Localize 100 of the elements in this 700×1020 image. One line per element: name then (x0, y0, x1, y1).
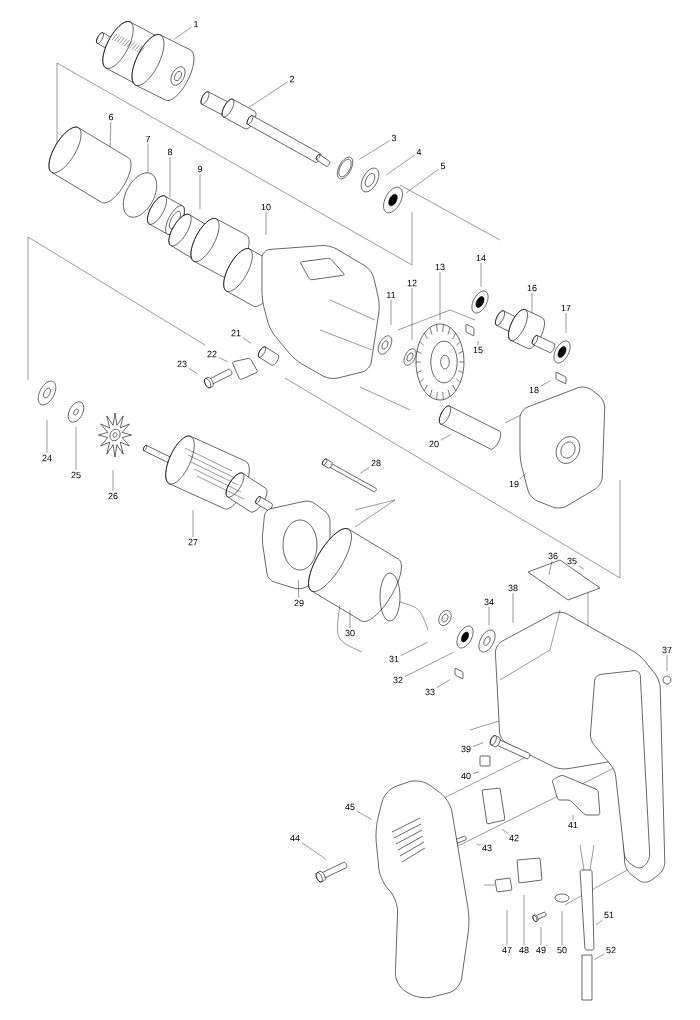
leader-line (488, 606, 490, 626)
callout-number: 5 (440, 162, 446, 170)
leader-line (75, 426, 77, 471)
leader-line (404, 652, 454, 677)
leader-line (572, 814, 574, 821)
callout-number: 28 (371, 459, 381, 467)
leader-line (400, 642, 428, 656)
leader-line (298, 579, 300, 599)
callout-number: 33 (425, 688, 435, 696)
leader-line (578, 565, 585, 570)
callout-number: 26 (108, 492, 118, 500)
callout-number: 16 (527, 284, 537, 292)
leader-line (436, 679, 450, 688)
leader-line (595, 919, 603, 926)
callout-number: 41 (568, 821, 578, 829)
leader-line (199, 173, 201, 210)
leader-line (218, 357, 228, 362)
callout-number: 27 (188, 538, 198, 546)
leader-line (192, 509, 194, 538)
leader-line (506, 909, 508, 946)
leader-line (112, 469, 114, 492)
callout-number: 52 (606, 946, 616, 954)
leader-line (439, 271, 441, 321)
callout-number: 45 (345, 803, 355, 811)
callout-number: 24 (42, 454, 52, 462)
callout-number: 22 (207, 350, 217, 358)
callout-number: 4 (416, 148, 422, 156)
leader-line (519, 473, 527, 480)
callout-number: 44 (290, 834, 300, 842)
callout-number: 49 (536, 946, 546, 954)
callout-number: 25 (71, 471, 81, 479)
leader-line (349, 609, 351, 629)
callout-number: 18 (529, 386, 539, 394)
callout-number: 32 (393, 676, 403, 684)
leader-line (109, 121, 112, 148)
callout-number: 38 (508, 584, 518, 592)
leader-line (385, 154, 415, 176)
callout-number: 51 (604, 911, 614, 919)
leader-line (476, 843, 481, 846)
leader-line (531, 292, 533, 314)
callout-number: 50 (557, 946, 567, 954)
leader-line (477, 340, 479, 346)
callout-number: 1 (194, 20, 199, 28)
leader-line (561, 910, 563, 946)
callout-number: 3 (391, 134, 397, 142)
callout-number: 47 (502, 946, 512, 954)
leader-line (548, 560, 553, 576)
callout-number: 21 (231, 329, 241, 337)
callout-number: 6 (108, 113, 114, 121)
leader-line (405, 168, 439, 194)
callout-number: 14 (476, 254, 486, 262)
callout-number: 19 (509, 480, 519, 488)
leader-line (480, 262, 482, 288)
leader-line (359, 140, 390, 160)
callout-number: 30 (345, 629, 355, 637)
callout-number: 35 (567, 557, 577, 565)
leader-line (512, 592, 514, 624)
leader-line (540, 926, 542, 946)
callout-number: 13 (435, 263, 445, 271)
leader-line (147, 143, 149, 174)
leader-line (356, 810, 372, 820)
leader-line (440, 434, 451, 441)
callout-number: 11 (387, 291, 396, 299)
leader-line (540, 380, 551, 387)
callout-number: 34 (484, 598, 494, 606)
callout-number: 20 (429, 440, 439, 448)
leader-line (173, 26, 192, 40)
leader-line (360, 467, 370, 474)
leader-line (265, 211, 267, 236)
callout-number: 37 (662, 646, 672, 654)
leader-line (169, 156, 171, 198)
leader-line (666, 654, 668, 672)
callout-number: 43 (482, 844, 492, 852)
leader-line (301, 842, 327, 860)
callout-number: 2 (289, 75, 295, 83)
callout-number: 9 (197, 165, 203, 173)
leader-line (472, 742, 484, 747)
callout-number: 48 (519, 946, 529, 954)
callout-number: 31 (389, 655, 399, 663)
callout-number: 40 (461, 772, 471, 780)
callout-number: 15 (473, 346, 483, 354)
leader-line (46, 419, 48, 454)
callout-number: 39 (461, 745, 471, 753)
leader-line (501, 828, 508, 834)
callout-number: 36 (548, 552, 558, 560)
leader-line (594, 953, 605, 960)
callout-number: 10 (261, 203, 271, 211)
leader-line (242, 337, 252, 344)
leader-line (188, 368, 197, 374)
callout-number: 42 (509, 834, 519, 842)
callout-number: 12 (407, 279, 417, 287)
callout-number: 8 (167, 148, 173, 156)
leader-line (249, 81, 288, 108)
leader-line (565, 312, 567, 334)
callout-number: 29 (294, 599, 304, 607)
callout-number: 17 (561, 304, 571, 312)
callout-number: 23 (177, 360, 187, 368)
leader-line (390, 299, 392, 326)
callout-number: 7 (145, 135, 151, 143)
leader-line (523, 894, 525, 946)
